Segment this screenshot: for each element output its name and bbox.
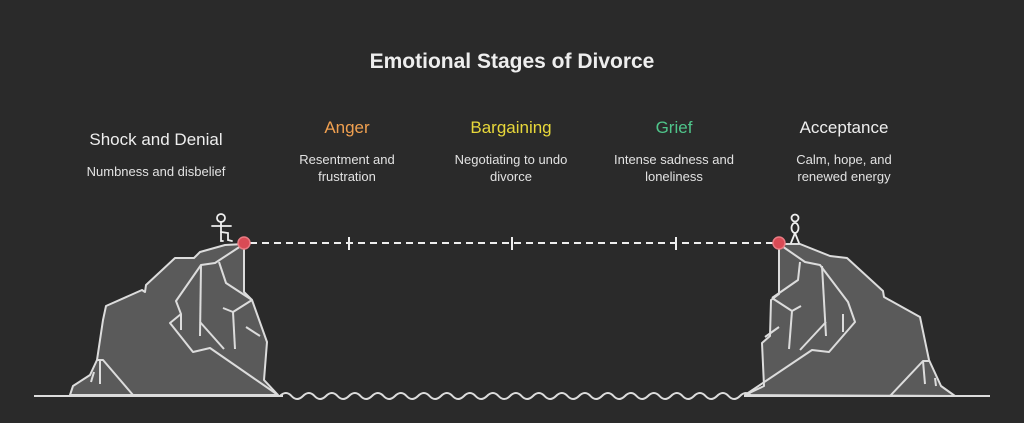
person-end-icon — [790, 213, 800, 244]
person-start-icon — [211, 213, 233, 242]
start-anchor-icon — [237, 236, 251, 250]
stage-shock-and-denial: Shock and Denial Numbness and disbelief — [66, 130, 246, 180]
right-cliff — [744, 243, 956, 397]
stage-grief: Grief Intense sadness and loneliness — [584, 118, 764, 185]
stage-description: Numbness and disbelief — [86, 164, 226, 179]
stage-name: Anger — [324, 118, 370, 137]
stage-name: Shock and Denial — [89, 130, 223, 149]
stage-description: Calm, hope, and renewed energy — [796, 152, 892, 184]
water-waves — [279, 392, 753, 400]
stage-name: Bargaining — [470, 118, 552, 137]
stage-name: Grief — [655, 118, 693, 137]
diagram-title: Emotional Stages of Divorce — [369, 50, 655, 73]
left-cliff — [69, 243, 279, 396]
stage-markers — [348, 237, 677, 250]
stage-name: Acceptance — [799, 118, 889, 137]
stage-description: Intense sadness and loneliness — [614, 152, 734, 184]
stage-description: Negotiating to undo divorce — [454, 152, 568, 184]
end-anchor-icon — [772, 236, 786, 250]
stage-description: Resentment and frustration — [299, 152, 395, 184]
stage-acceptance: Acceptance Calm, hope, and renewed energ… — [754, 118, 934, 185]
stage-anger: Anger Resentment and frustration — [257, 118, 437, 185]
stage-bargaining: Bargaining Negotiating to undo divorce — [421, 118, 601, 185]
